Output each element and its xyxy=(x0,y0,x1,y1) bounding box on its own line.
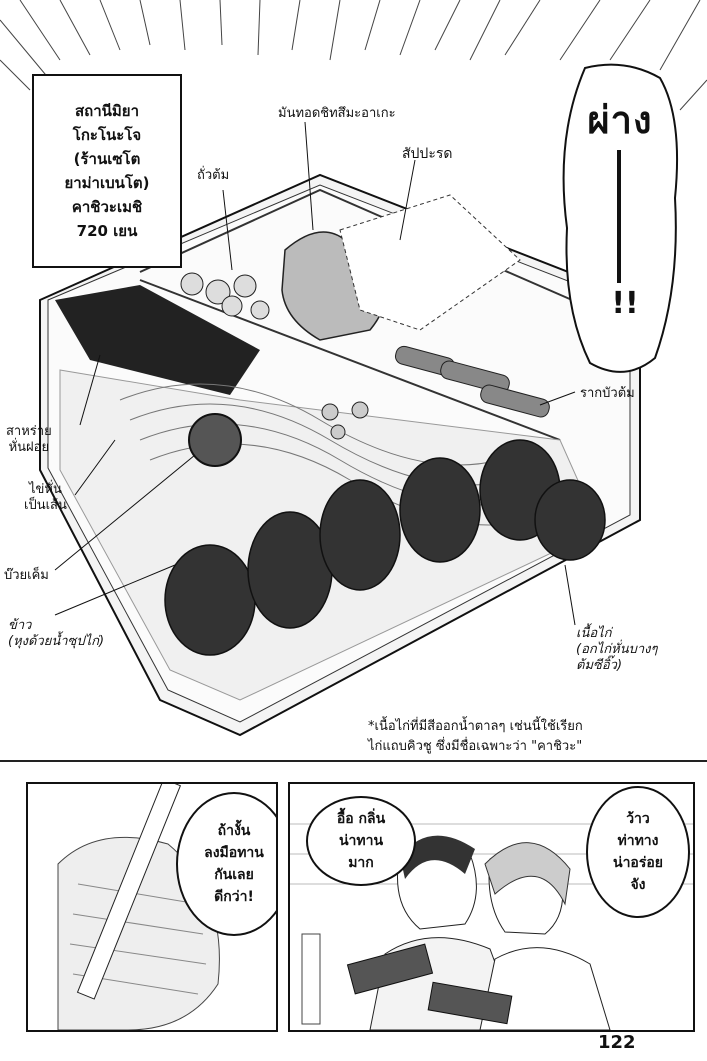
info-line: (ร้านเซโต xyxy=(73,150,141,168)
info-line: สถานีมิยา xyxy=(74,102,139,120)
speech-bubble-left: ถ้างั้น ลงมือทาน กันเลย ดีกว่า! xyxy=(176,792,276,936)
label-beans: ถั่วต้ม xyxy=(197,168,230,183)
footnote: *เนื้อไก่ที่มีสีออกน้ำตาลๆ เช่นนี้ใช้เรี… xyxy=(368,719,583,754)
label-pickled-plum: บ๊วยเค็ม xyxy=(4,568,49,583)
sfx-bubble xyxy=(562,63,679,373)
label-chicken: เนื้อไก่ (อกไก่หั่นบางๆ ต้มซีอิ๊ว) xyxy=(576,626,658,673)
page-divider xyxy=(0,760,707,762)
info-line: คาชิวะเมชิ xyxy=(71,198,143,216)
bento-illustration xyxy=(0,0,707,737)
sfx-text: ผ่าง xyxy=(587,98,653,142)
label-lotus-root: รากบัวต้ม xyxy=(580,386,635,401)
label-rice: ข้าว (หุงด้วยน้ำซุปไก่) xyxy=(8,618,105,649)
info-line: 720 เยน xyxy=(76,222,138,240)
station-info-box: สถานีมิยา โกะโนะโจ (ร้านเซโต ยาม่าเบนโต)… xyxy=(32,74,182,268)
info-line: โกะโนะโจ xyxy=(72,126,142,144)
label-seaweed: สาหร่าย หั่นฝอย xyxy=(6,424,52,455)
speech-bubble-man: อื้อ กลิ่น น่าทาน มาก xyxy=(306,796,416,886)
sfx-bang: !! xyxy=(611,286,639,321)
label-fried-fish: มันทอดชิทสึมะอาเกะ xyxy=(278,106,396,121)
info-line: ยาม่าเบนโต) xyxy=(64,174,150,192)
page-number: 122 xyxy=(598,1032,636,1053)
label-egg-strips: ไข่หั่น เป็นเส้น xyxy=(24,482,67,513)
panel-right-art xyxy=(290,823,693,1030)
panel-left: ถ้างั้น ลงมือทาน กันเลย ดีกว่า! xyxy=(26,782,278,1032)
label-pickle: สัปปะรด xyxy=(402,146,453,162)
panel-right: อื้อ กลิ่น น่าทาน มาก ว้าว ท่าทาง น่าอร่… xyxy=(288,782,695,1032)
speech-bubble-woman: ว้าว ท่าทาง น่าอร่อย จัง xyxy=(586,786,690,918)
